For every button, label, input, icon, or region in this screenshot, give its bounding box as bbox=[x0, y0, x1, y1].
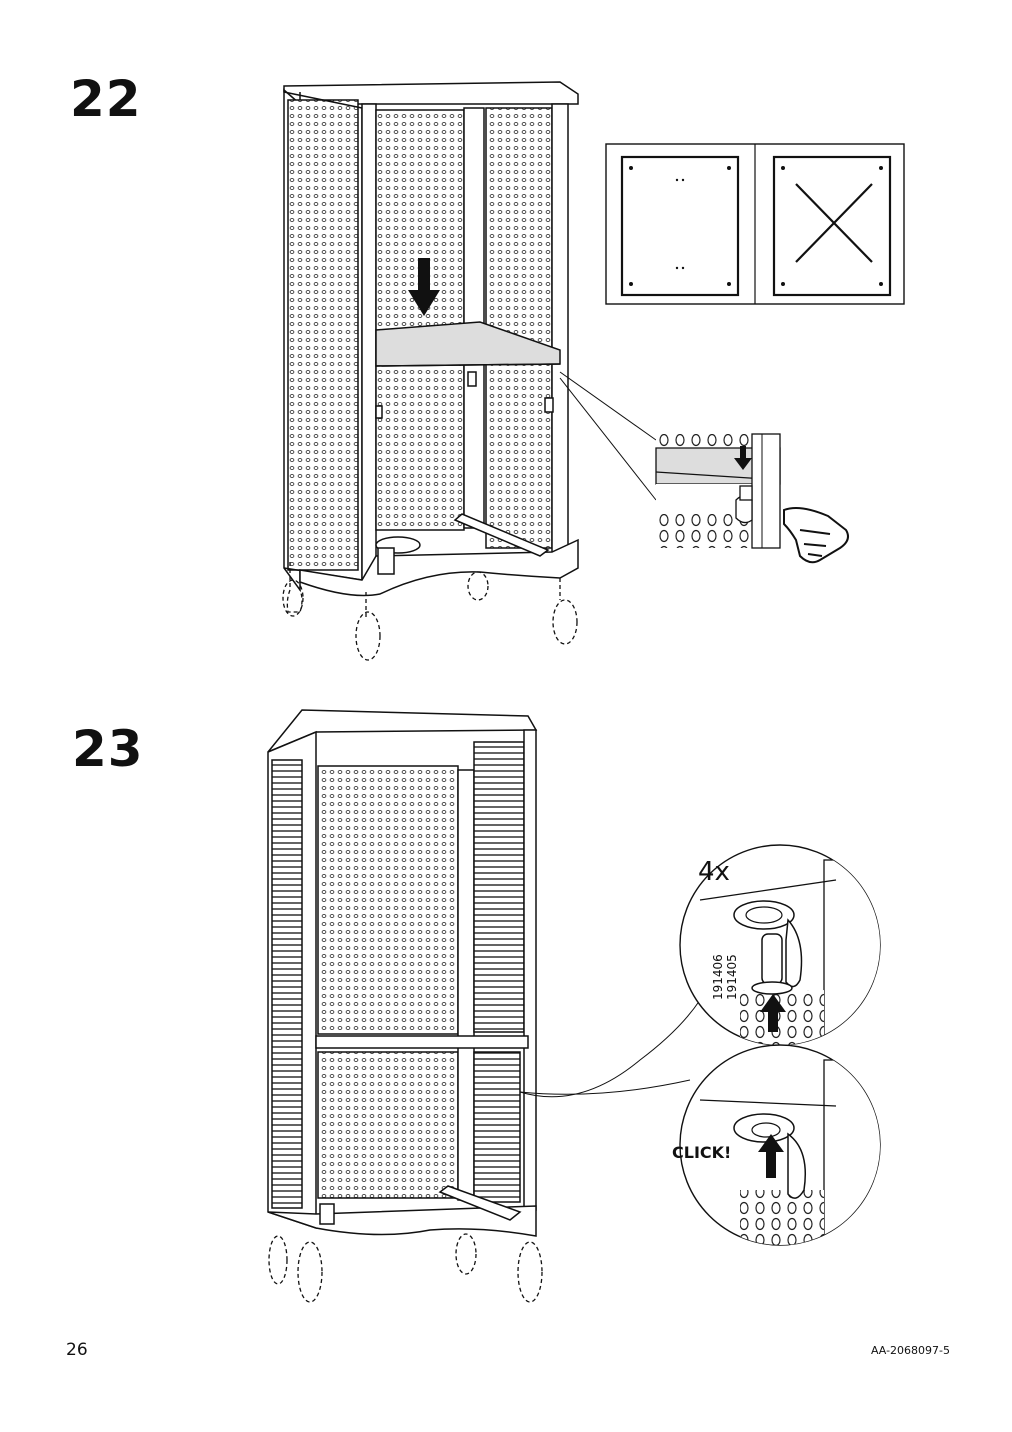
shelf-orientation-guide bbox=[605, 143, 905, 305]
correct-orientation-panel bbox=[620, 155, 740, 297]
caster-wheels-23 bbox=[268, 1233, 543, 1303]
shelf-clip-detail bbox=[655, 433, 849, 564]
clip-insert-detail bbox=[679, 844, 881, 1046]
step-23-cabinet bbox=[267, 709, 538, 1237]
hand-pressing-icon bbox=[783, 507, 849, 564]
incorrect-orientation-panel bbox=[772, 155, 892, 297]
caster-wheels bbox=[282, 562, 578, 661]
click-label: CLICK! bbox=[672, 1143, 731, 1162]
page-number: 26 bbox=[66, 1340, 88, 1360]
down-arrow-icon bbox=[408, 258, 440, 316]
step-number-22: 22 bbox=[70, 70, 142, 128]
step-number-23: 23 bbox=[72, 720, 144, 778]
document-code: AA-2068097-5 bbox=[870, 1344, 950, 1357]
quantity-label: 4x bbox=[698, 857, 730, 887]
part-number-1: 191406 bbox=[711, 954, 725, 1000]
cross-icon bbox=[795, 183, 873, 263]
step-22-cabinet bbox=[283, 81, 579, 597]
part-number-2: 191405 bbox=[725, 954, 739, 1000]
